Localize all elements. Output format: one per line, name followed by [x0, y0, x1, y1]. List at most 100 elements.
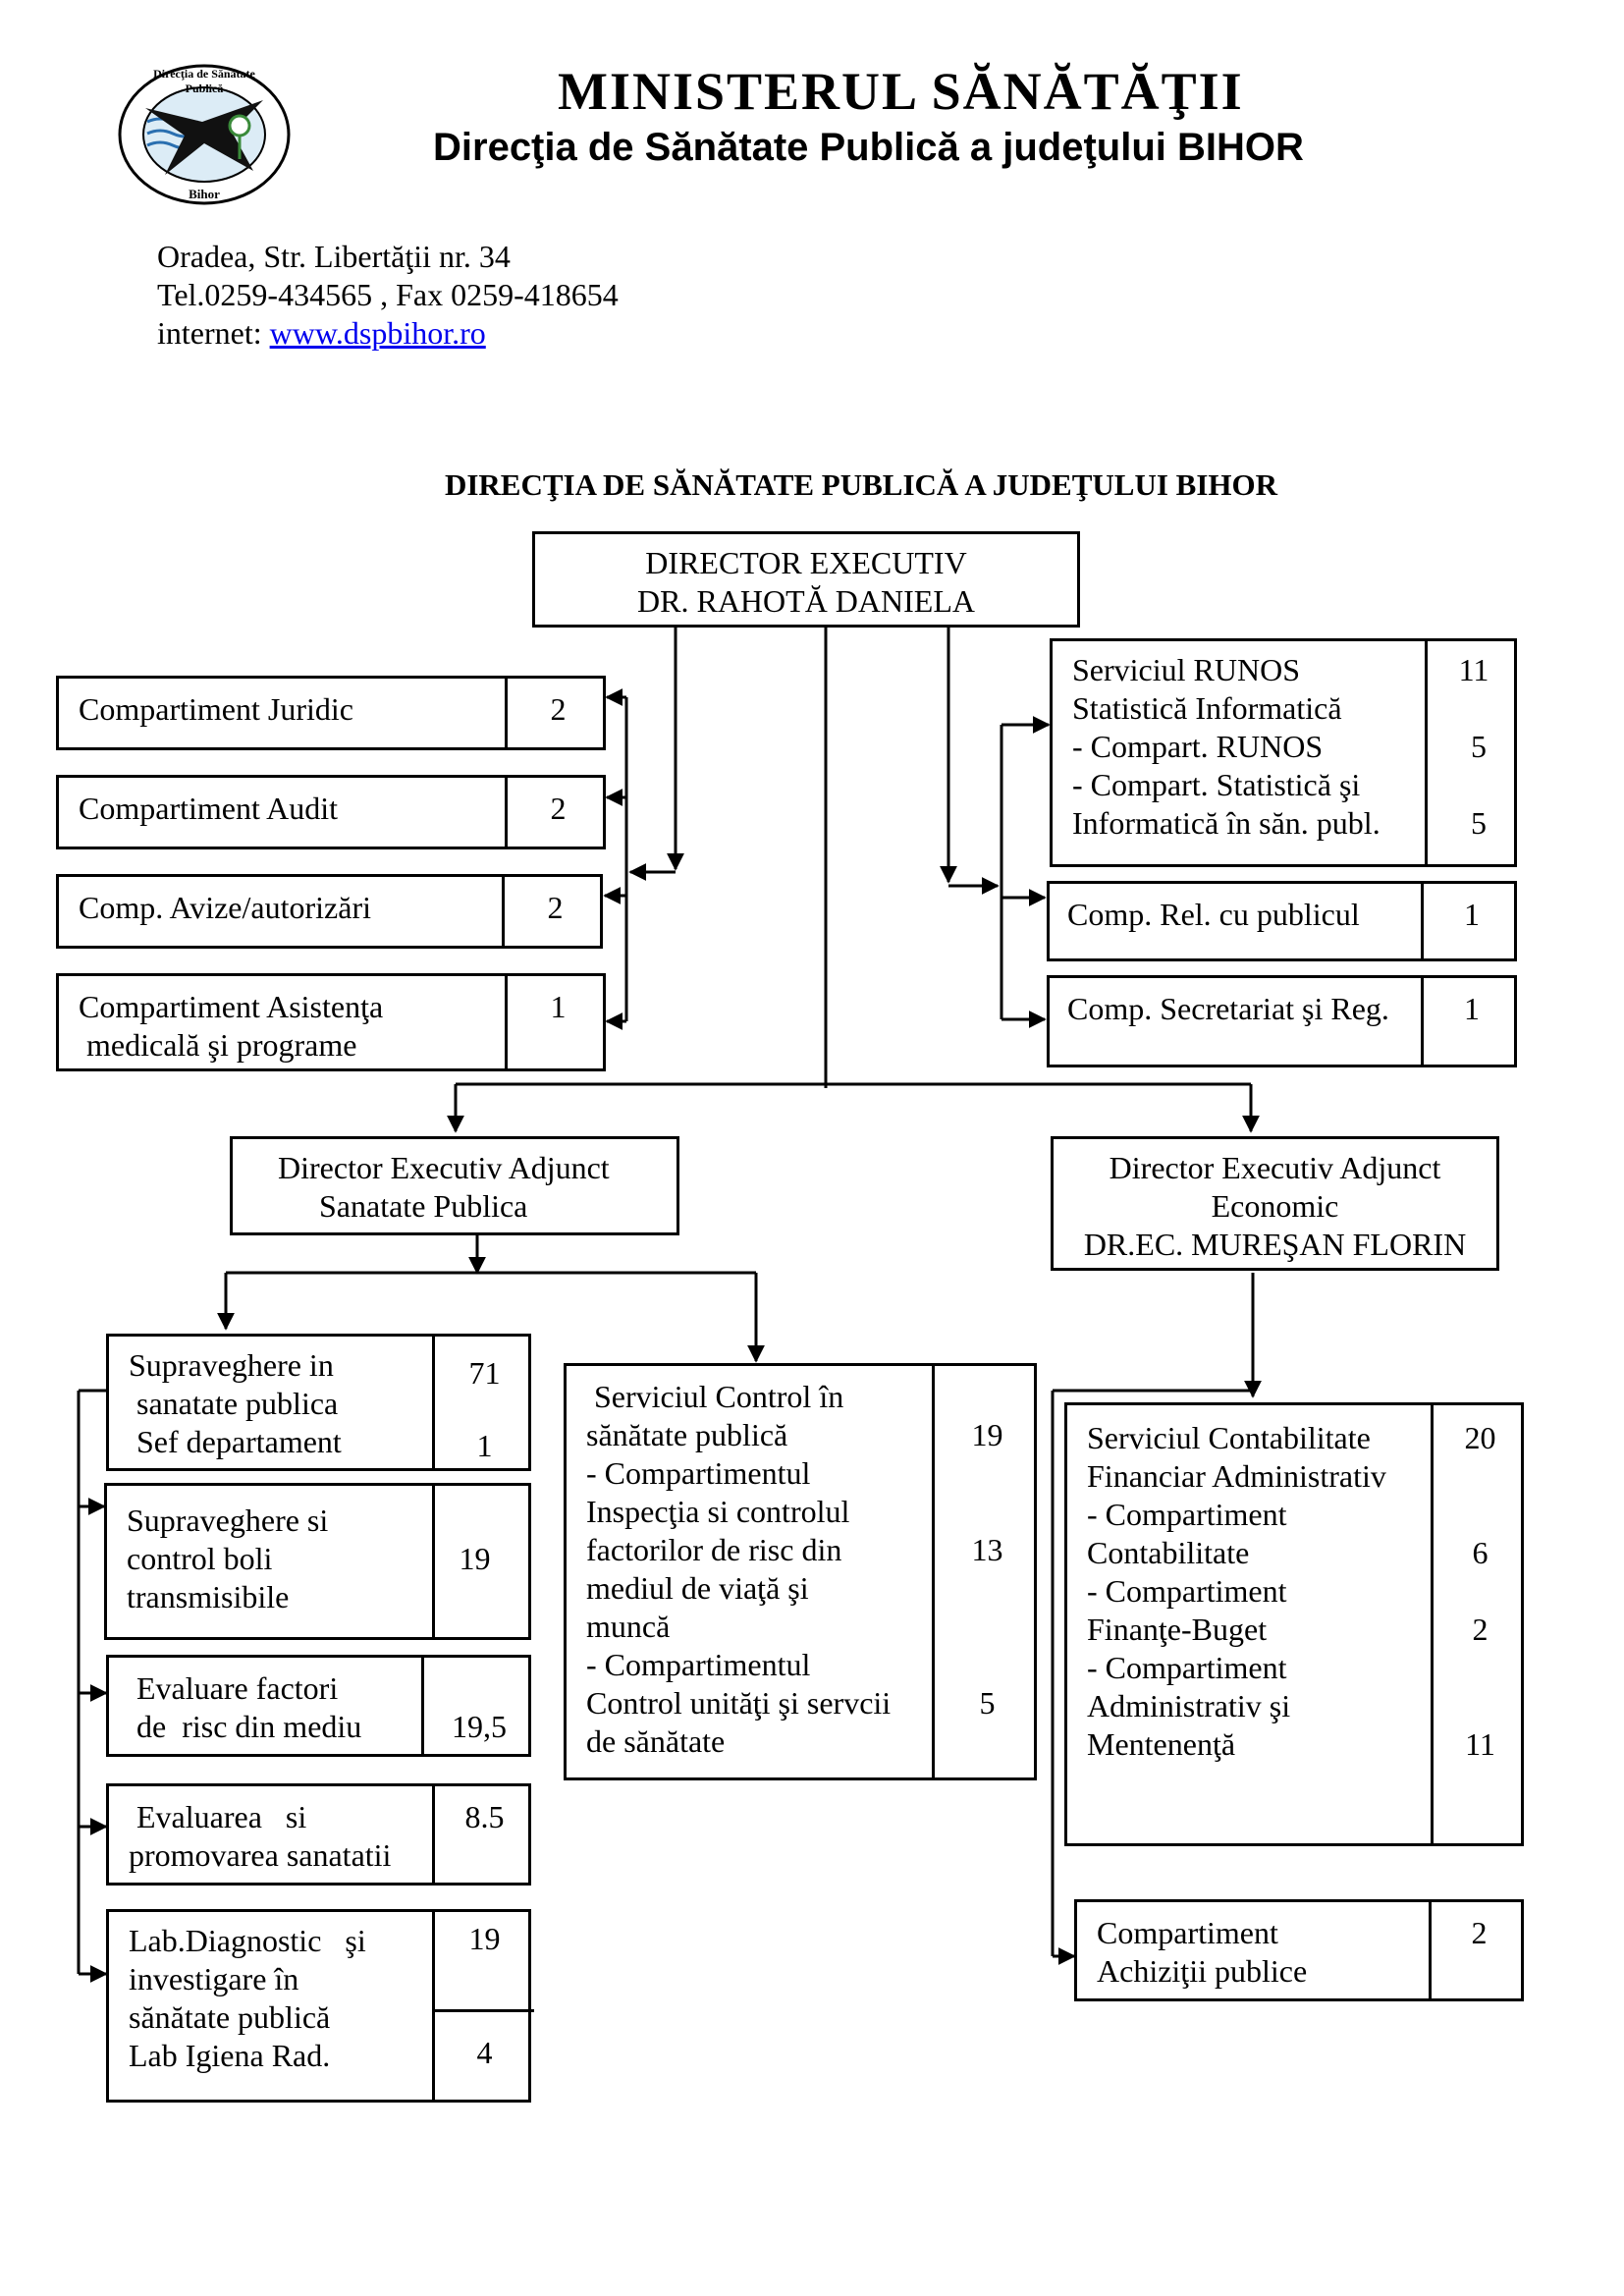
service-runos: Serviciul RUNOS Statistică Informatică -… [1050, 638, 1517, 867]
supraveghere-sp-count: 71 [468, 1355, 501, 1391]
unit-relatii-public-count: 1 [1464, 897, 1480, 932]
control-count-inspectia: 13 [971, 1532, 1003, 1567]
contab-line-6: Finanţe-Buget [1087, 1612, 1268, 1647]
unit-juridic-count: 2 [550, 691, 567, 727]
unit-asistenta: Compartiment Asistenţa medicală şi progr… [56, 973, 606, 1071]
contab-line-4: Contabilitate [1087, 1535, 1250, 1570]
unit-juridic: Compartiment Juridic 2 [56, 676, 606, 750]
ministry-title: MINISTERUL SĂNĂTĂŢII [558, 62, 1244, 121]
achizitii-line2: Achiziţii publice [1097, 1953, 1308, 1989]
contab-line-1: Serviciul Contabilitate [1087, 1420, 1371, 1455]
deputy-ec-domain: Economic [1211, 1188, 1339, 1224]
laborator-count: 19 [468, 1921, 501, 1956]
logo-top-text: Direcţia de Sănătate Publică [153, 67, 255, 95]
deputy-ec-name: DR.EC. MUREŞAN FLORIN [1083, 1227, 1467, 1262]
contab-line-3: - Compartiment [1087, 1497, 1287, 1532]
control-line-1: Serviciul Control în [586, 1379, 844, 1414]
internet-label: internet: [157, 315, 270, 351]
unit-relatii-public: Comp. Rel. cu publicul 1 [1047, 881, 1517, 961]
contab-line-9: Mentenenţă [1087, 1726, 1236, 1762]
control-line-5: factorilor de risc din [586, 1532, 842, 1567]
runos-count-runos: 5 [1471, 729, 1487, 764]
contab-count-total: 20 [1464, 1420, 1496, 1455]
control-line-6: mediul de viaţă şi [586, 1570, 809, 1606]
logo-bottom-text: Bihor [189, 187, 220, 201]
evaluare-factori-count: 19,5 [452, 1709, 507, 1744]
unit-secretariat-label: Comp. Secretariat şi Reg. [1067, 991, 1389, 1026]
unit-asistenta-line2: medicală şi programe [79, 1027, 357, 1063]
runos-count-statistica: 5 [1471, 805, 1487, 841]
director-title: DIRECTOR EXECUTIV [645, 545, 967, 580]
deputy-ec-title: Director Executiv Adjunct [1109, 1150, 1441, 1185]
deputy-ph-title: Director Executiv Adjunct [278, 1150, 610, 1185]
laborator-line4: Lab Igiena Rad. [129, 2038, 331, 2073]
unit-audit: Compartiment Audit 2 [56, 775, 606, 849]
evaluare-factori-line1: Evaluare factori [129, 1670, 339, 1706]
unit-audit-label: Compartiment Audit [79, 791, 338, 826]
unit-juridic-label: Compartiment Juridic [79, 691, 353, 727]
service-control: Serviciul Control în sănătate publică - … [564, 1363, 1037, 1780]
laborator-line1: Lab.Diagnostic şi [129, 1923, 366, 1958]
unit-secretariat: Comp. Secretariat şi Reg. 1 [1047, 975, 1517, 1067]
directorate-title: Direcţia de Sănătate Publică a judeţului… [433, 126, 1304, 169]
phone-fax: Tel.0259-434565 , Fax 0259-418654 [157, 277, 619, 312]
contab-line-7: - Compartiment [1087, 1650, 1287, 1685]
unit-audit-count: 2 [550, 791, 567, 826]
unit-relatii-public-label: Comp. Rel. cu publicul [1067, 897, 1360, 932]
unit-avize: Comp. Avize/autorizări 2 [56, 874, 603, 949]
runos-line-4: - Compart. Statistică şi [1072, 767, 1361, 802]
promovare-line2: promovarea sanatatii [129, 1837, 392, 1873]
runos-line-1: Serviciul RUNOS [1072, 652, 1300, 687]
unit-promovare: Evaluarea si promovarea sanatatii 8.5 [106, 1783, 531, 1886]
unit-evaluare-factori: Evaluare factori de risc din mediu 19,5 [106, 1655, 531, 1757]
runos-line-3: - Compart. RUNOS [1072, 729, 1324, 764]
contab-count-contabilitate: 6 [1472, 1535, 1489, 1570]
control-line-2: sănătate publică [586, 1417, 788, 1452]
contab-count-administrativ: 11 [1465, 1726, 1495, 1762]
supraveghere-sp-line3: Sef departament [129, 1424, 342, 1459]
control-line-8: - Compartimentul [586, 1647, 811, 1682]
unit-laborator: Lab.Diagnostic şi investigare în sănătat… [106, 1909, 534, 2103]
control-line-3: - Compartimentul [586, 1455, 811, 1491]
director-box: DIRECTOR EXECUTIV DR. RAHOTĂ DANIELA [532, 531, 1080, 628]
unit-achizitii: Compartiment Achiziţii publice 2 [1074, 1899, 1524, 2001]
internet-line: internet: www.dspbihor.ro [157, 314, 486, 353]
promovare-count: 8.5 [464, 1799, 505, 1834]
control-line-4: Inspecţia si controlul [586, 1494, 850, 1529]
boli-line1: Supraveghere si [127, 1503, 329, 1538]
control-line-9: Control unităţi şi servcii [586, 1685, 892, 1721]
unit-asistenta-line1: Compartiment Asistenţa [79, 989, 384, 1024]
logo: Direcţia de Sănătate Publică Bihor [116, 61, 293, 208]
unit-asistenta-count: 1 [550, 989, 567, 1024]
unit-avize-label: Comp. Avize/autorizări [79, 890, 371, 925]
contab-count-finante: 2 [1472, 1612, 1489, 1647]
evaluare-factori-line2: de risc din mediu [129, 1709, 362, 1744]
supraveghere-sp-line2: sanatate publica [129, 1386, 339, 1421]
laborator-line3: sănătate publică [129, 1999, 331, 2035]
website-link[interactable]: www.dspbihor.ro [269, 315, 486, 351]
deputy-economic: Director Executiv Adjunct Economic DR.EC… [1051, 1136, 1499, 1271]
unit-boli-transmisibile: Supraveghere si control boli transmisibi… [104, 1483, 531, 1640]
promovare-line1: Evaluarea si [129, 1799, 307, 1834]
lab-igiena-count: 4 [476, 2035, 493, 2070]
sef-departament-count: 1 [476, 1428, 493, 1463]
boli-line2: control boli [127, 1541, 273, 1576]
control-count-total: 19 [971, 1417, 1003, 1452]
boli-count: 19 [459, 1541, 491, 1576]
service-contabilitate: Serviciul Contabilitate Financiar Admini… [1064, 1402, 1524, 1846]
achizitii-count: 2 [1471, 1915, 1488, 1950]
boli-line3: transmisibile [127, 1579, 290, 1614]
contab-line-2: Financiar Administrativ [1087, 1458, 1386, 1494]
contab-line-5: - Compartiment [1087, 1573, 1287, 1609]
deputy-ph-domain: Sanatate Publica [319, 1188, 528, 1224]
logo-emblem [118, 64, 291, 205]
laborator-line2: investigare în [129, 1961, 299, 1996]
address: Oradea, Str. Libertăţii nr. 34 [157, 239, 511, 274]
unit-secretariat-count: 1 [1464, 991, 1480, 1026]
unit-supraveghere-sp: Supraveghere in sanatate publica Sef dep… [106, 1334, 531, 1471]
achizitii-line1: Compartiment [1097, 1915, 1278, 1950]
deputy-public-health: Director Executiv Adjunct Sanatate Publi… [230, 1136, 679, 1235]
runos-line-5: Informatică în săn. publ. [1072, 805, 1380, 841]
director-name: DR. RAHOTĂ DANIELA [637, 583, 975, 619]
